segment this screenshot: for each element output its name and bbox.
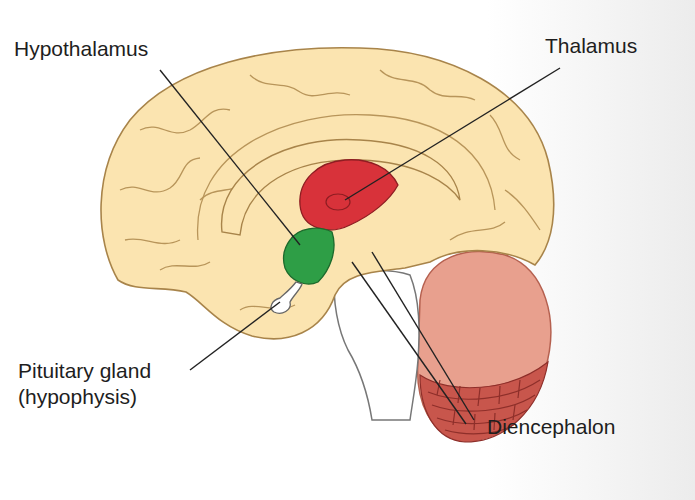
part-label: Pituitary gland (hypophysis)	[18, 358, 218, 410]
part-label: Diencephalon	[487, 414, 687, 440]
part-label: Thalamus	[545, 33, 685, 59]
cerebellum	[418, 251, 551, 442]
pituitary-shape	[271, 282, 302, 313]
hypothalamus-shape	[284, 228, 334, 284]
cerebrum	[101, 48, 554, 339]
part-label: Hypothalamus	[14, 36, 254, 62]
gyri	[120, 70, 540, 310]
leader-lines	[160, 68, 560, 424]
cingulate-arc	[198, 115, 495, 240]
corpus-callosum	[222, 140, 460, 235]
brainstem	[334, 270, 419, 420]
thalamus-shape	[300, 160, 398, 230]
